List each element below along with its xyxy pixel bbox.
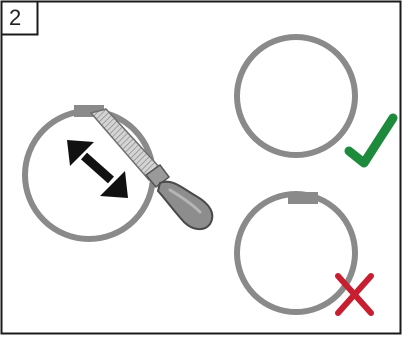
cross-icon xyxy=(335,273,374,316)
ring-smooth xyxy=(234,34,358,158)
step-number-box xyxy=(0,0,39,36)
double-arrow-icon xyxy=(67,140,128,198)
step-number: 2 xyxy=(9,5,22,30)
arrow-head-up xyxy=(67,140,94,166)
file-ferrule xyxy=(144,163,171,189)
arrow-head-down xyxy=(100,171,128,198)
file-tool-icon xyxy=(89,108,214,230)
arrow-shaft xyxy=(81,152,114,184)
ring-burr-remaining xyxy=(288,192,318,204)
check-icon xyxy=(344,113,398,168)
ring-with-burr xyxy=(234,191,358,315)
file-handle-highlight xyxy=(168,188,202,214)
file-handle xyxy=(156,180,214,230)
